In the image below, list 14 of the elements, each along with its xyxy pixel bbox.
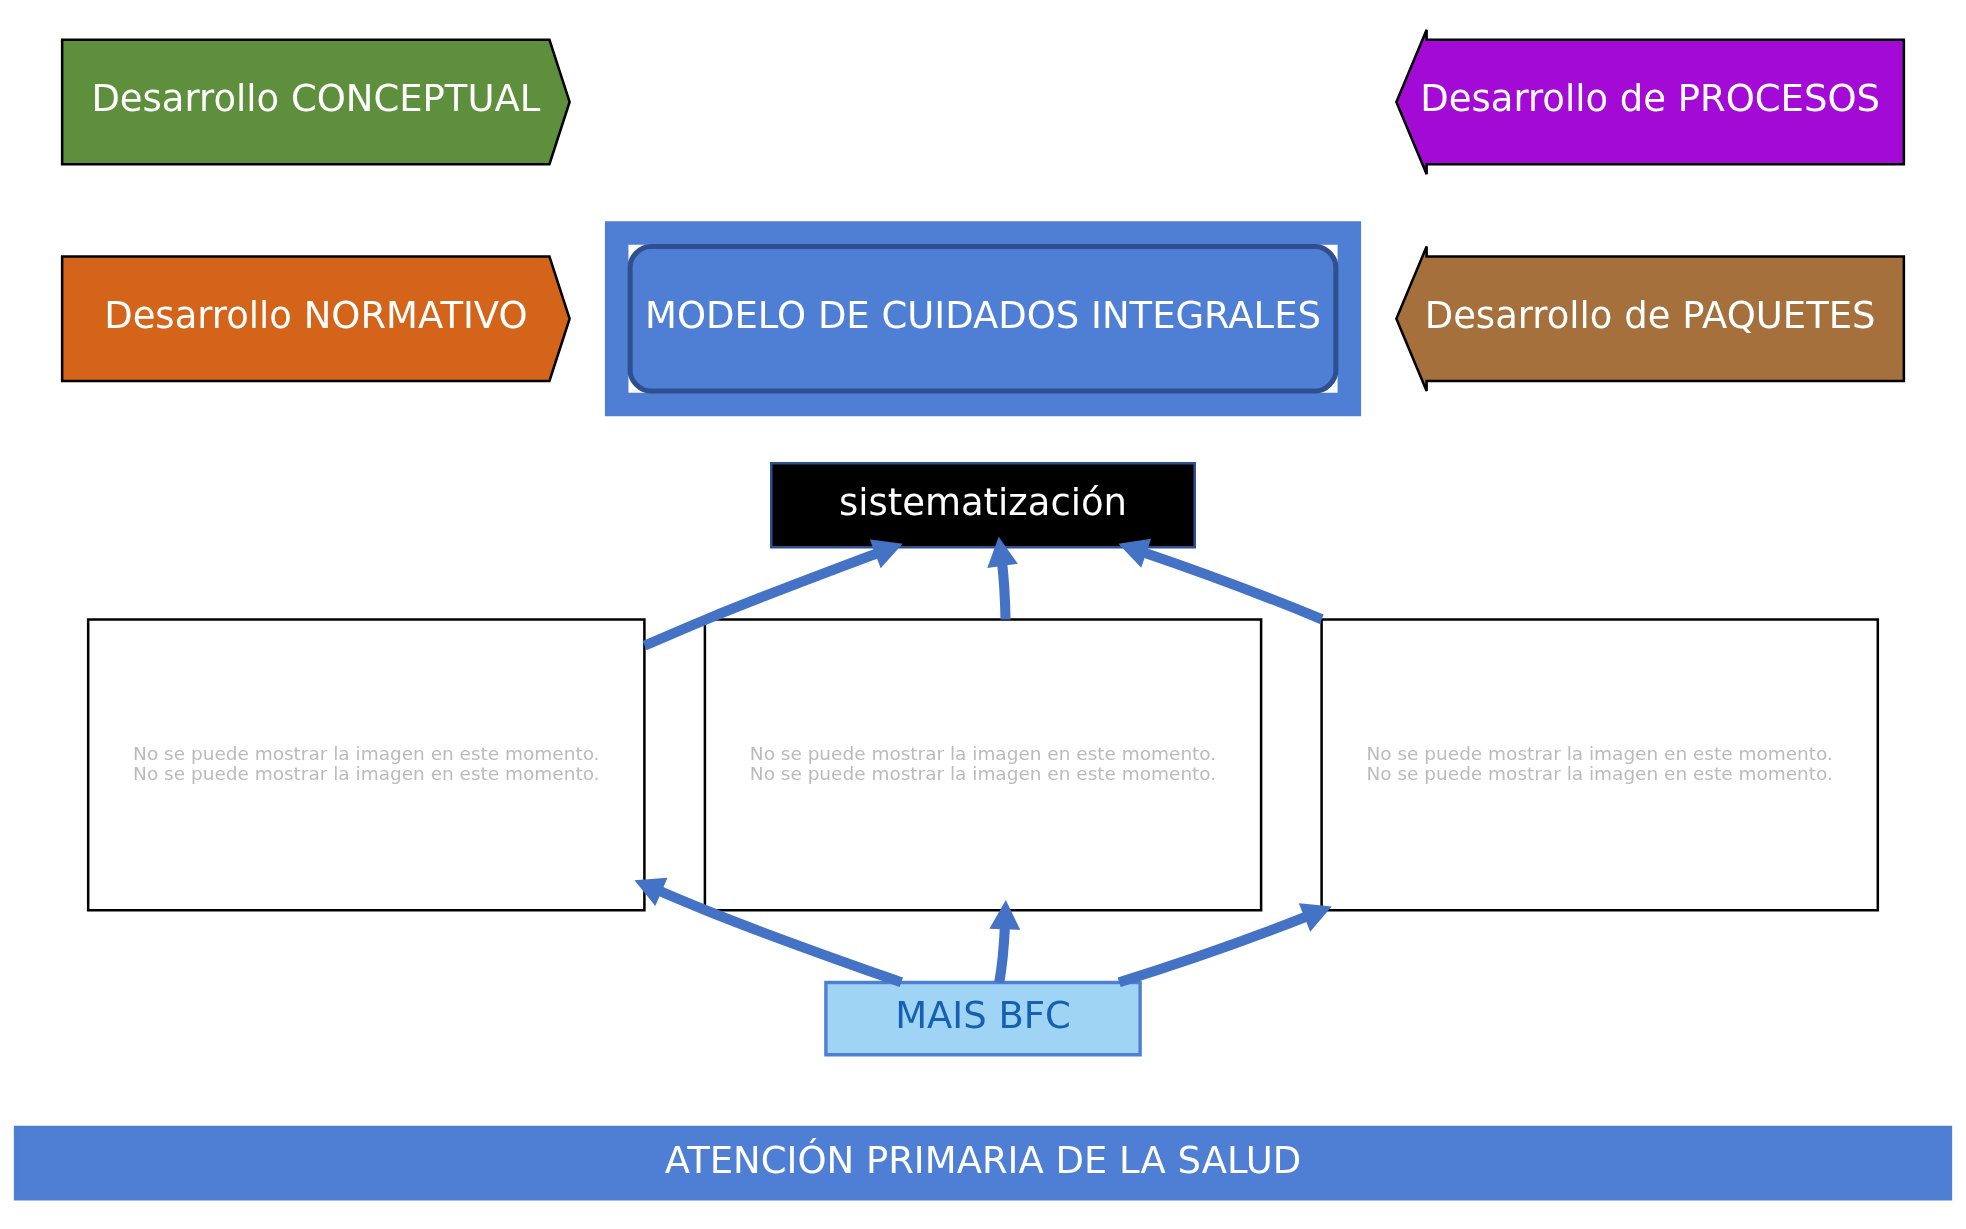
node-box: No se puede mostrar la imagen en este momento. No se puede mostrar la imagen en este momento. bbox=[86, 618, 646, 912]
cluster bbox=[604, 221, 1362, 417]
arrow bbox=[1118, 538, 1324, 624]
node-box: ATENCIÓN PRIMARIA DE LA SALUD bbox=[13, 1125, 1953, 1201]
node-box: sistematización bbox=[770, 462, 1196, 549]
node-box: No se puede mostrar la imagen en este momento. No se puede mostrar la imagen en este momento. bbox=[1320, 618, 1880, 912]
arrow bbox=[1117, 903, 1332, 988]
arrow bbox=[642, 539, 903, 651]
arrow bbox=[987, 536, 1018, 620]
node-box: MODELO DE CUIDADOS INTEGRALES bbox=[627, 243, 1339, 394]
node-box: No se puede mostrar la imagen en este momento. No se puede mostrar la imagen en este momento. bbox=[703, 618, 1263, 912]
arrow bbox=[634, 877, 903, 988]
node-box: MAIS BFC bbox=[824, 980, 1142, 1057]
arrow bbox=[989, 899, 1021, 984]
